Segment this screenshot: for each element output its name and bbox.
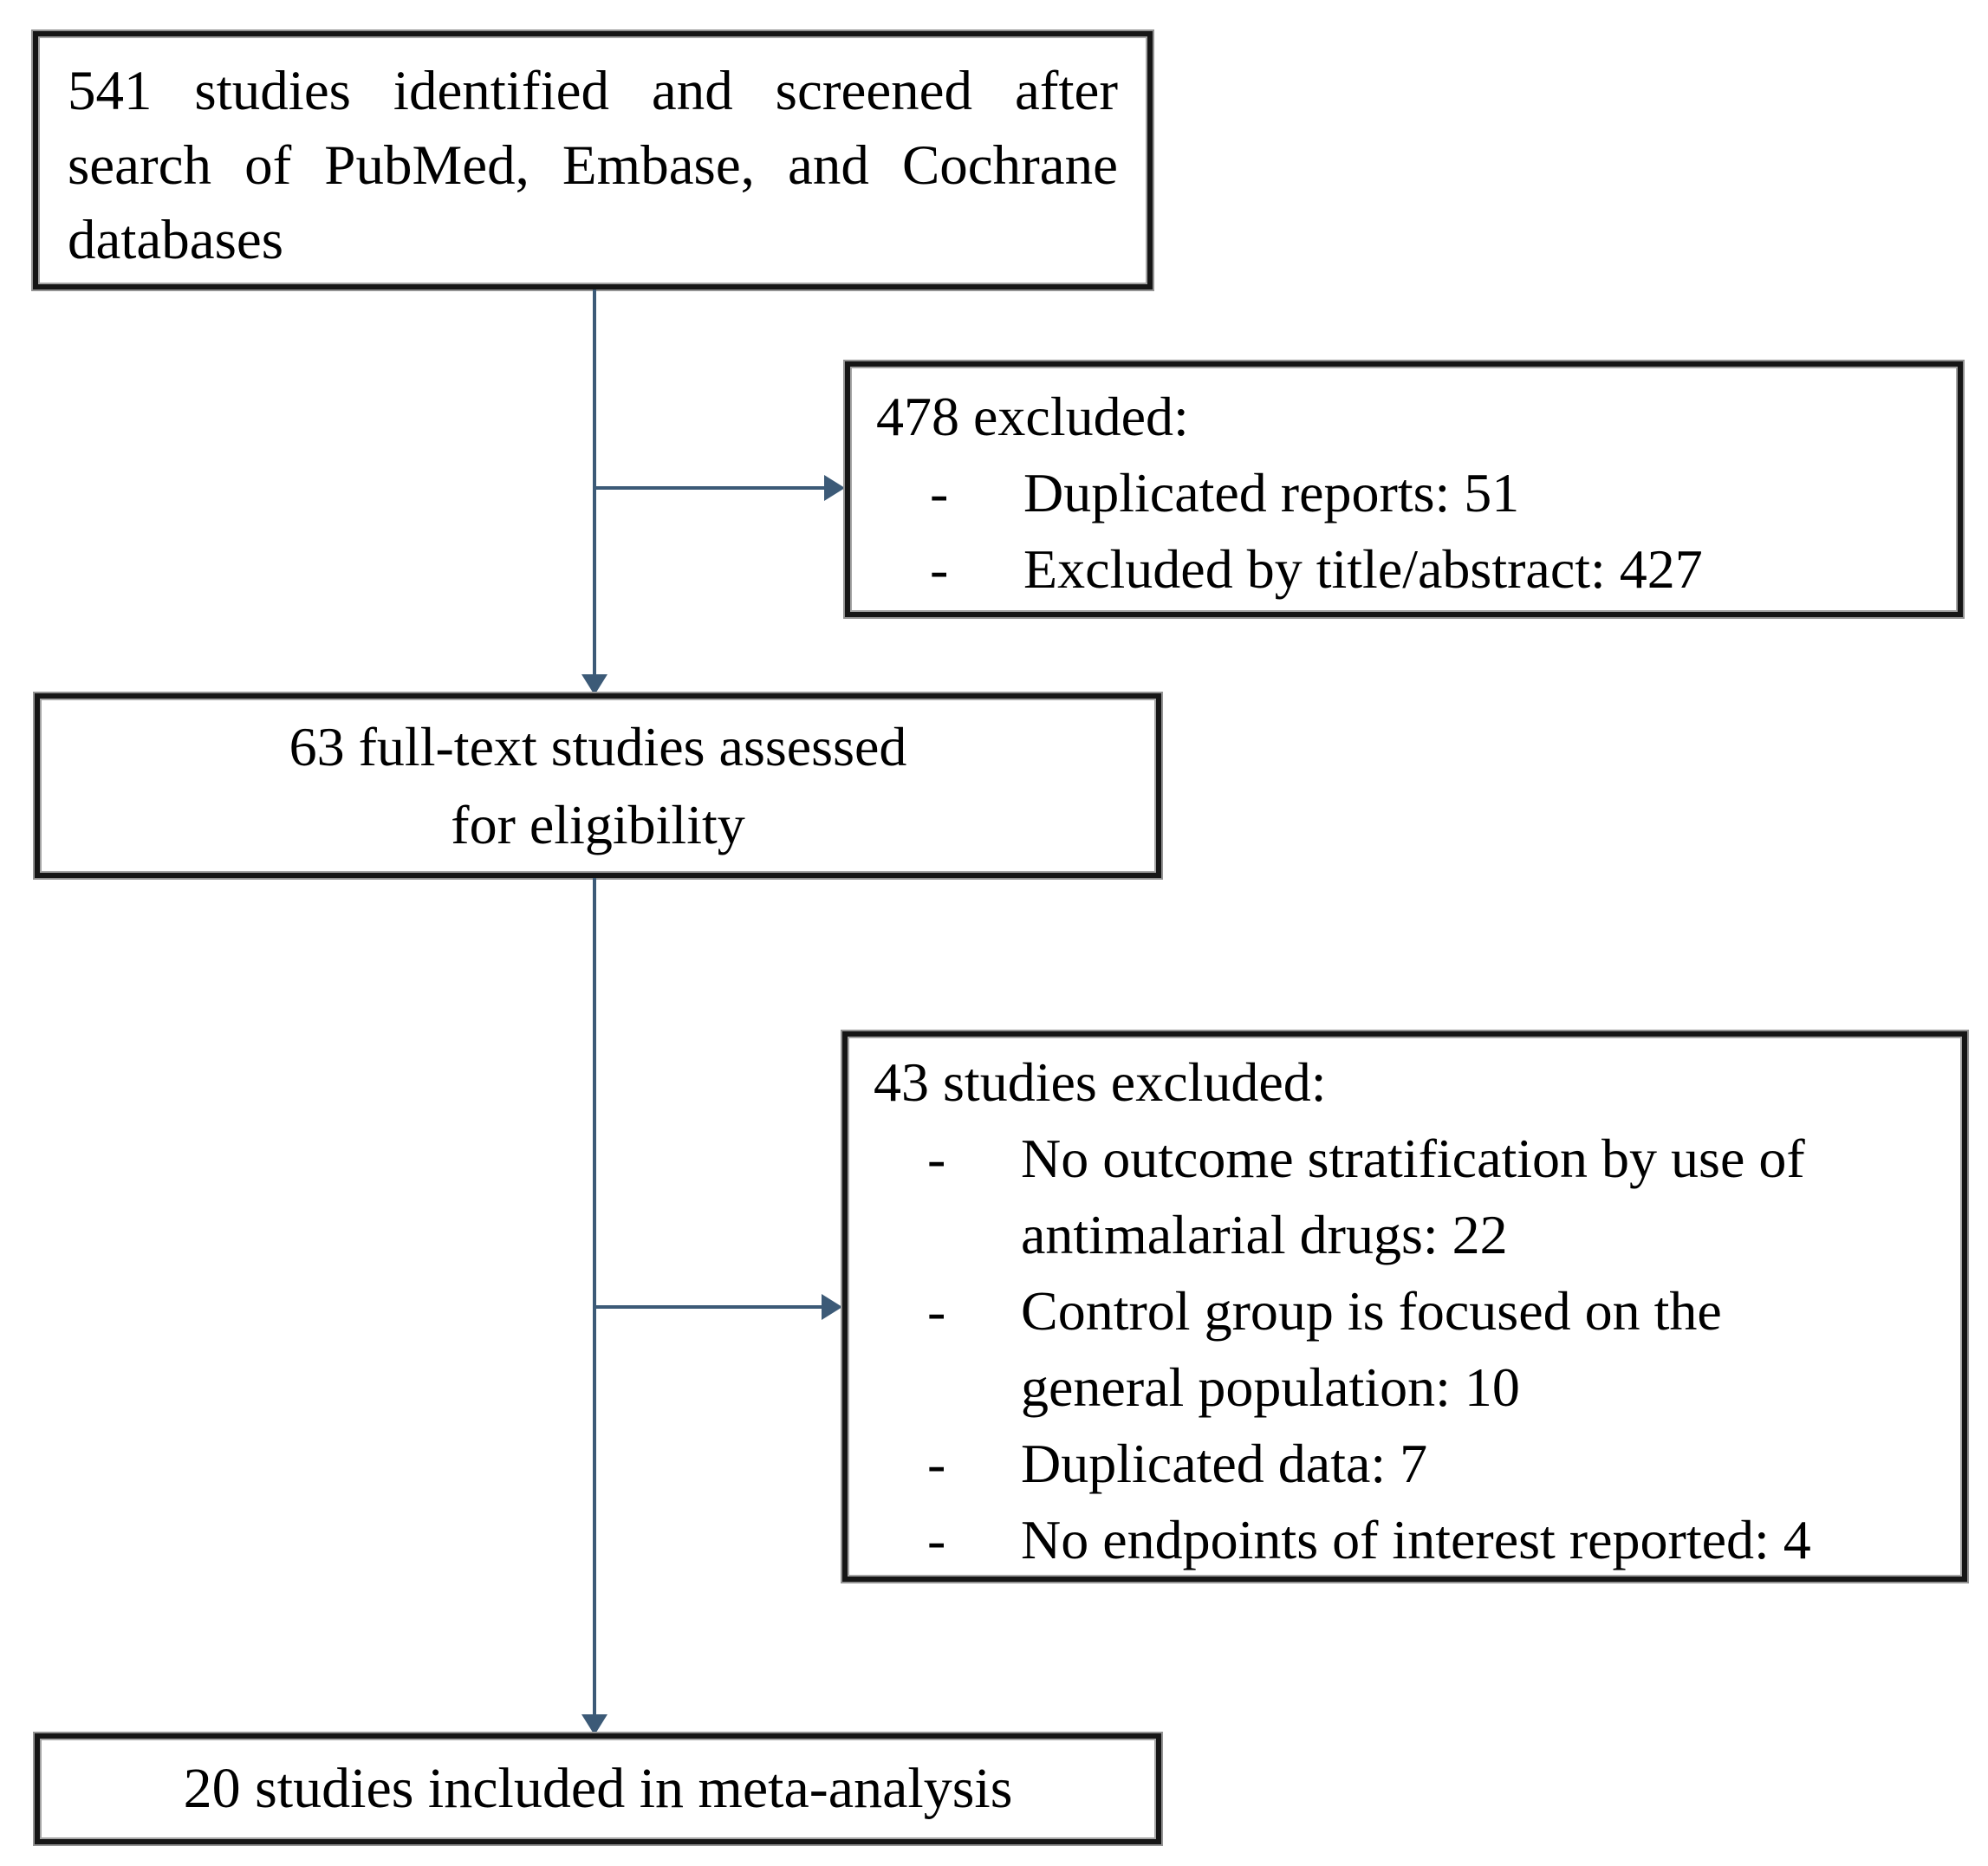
list-item: - Excluded by title/abstract: 427: [876, 531, 1932, 608]
excluded-fulltext-item-text: Control group is focused on the general …: [1021, 1280, 1722, 1418]
connector-branch-excluded-fulltext: [594, 1305, 832, 1309]
excluded-fulltext-item-text: Duplicated data: 7: [1021, 1433, 1428, 1494]
excluded-screening-item-text: Excluded by title/abstract: 427: [1023, 538, 1703, 600]
arrowhead-right-excluded-fulltext-icon: [822, 1294, 842, 1320]
list-item: - Duplicated reports: 51: [876, 455, 1932, 531]
list-item: - Duplicated data: 7: [874, 1426, 1936, 1502]
fulltext-assessed-text: 63 full-text studies assessed for eligib…: [289, 715, 907, 855]
arrowhead-down-fulltext-icon: [581, 674, 607, 695]
excluded-screening-title: 478 excluded:: [876, 386, 1189, 447]
connector-identified-to-fulltext: [593, 289, 596, 681]
excluded-fulltext-item-text: No outcome stratification by use of anti…: [1021, 1128, 1805, 1265]
hyphen-bullet: -: [927, 1280, 946, 1342]
list-item: - Control group is focused on the genera…: [874, 1273, 1936, 1426]
studies-identified-text: 541 studies identified and screened afte…: [68, 60, 1118, 271]
box-excluded-screening: 478 excluded: - Duplicated reports: 51 -…: [845, 361, 1963, 617]
connector-branch-excluded-screening: [594, 486, 835, 490]
box-studies-identified: 541 studies identified and screened afte…: [33, 31, 1153, 289]
hyphen-bullet: -: [927, 1509, 946, 1570]
included-meta-analysis-text: 20 studies included in meta-analysis: [183, 1757, 1013, 1820]
hyphen-bullet: -: [927, 1128, 946, 1189]
box-fulltext-assessed: 63 full-text studies assessed for eligib…: [35, 693, 1161, 878]
connector-fulltext-to-included: [593, 878, 596, 1723]
list-item: - No outcome stratification by use of an…: [874, 1121, 1936, 1273]
excluded-fulltext-item-text: No endpoints of interest reported: 4: [1021, 1509, 1811, 1570]
box-included-meta-analysis: 20 studies included in meta-analysis: [35, 1733, 1161, 1844]
excluded-screening-item-text: Duplicated reports: 51: [1023, 462, 1520, 523]
list-item: - No endpoints of interest reported: 4: [874, 1502, 1936, 1578]
hyphen-bullet: -: [930, 462, 949, 523]
hyphen-bullet: -: [927, 1433, 946, 1494]
arrowhead-down-included-icon: [581, 1714, 607, 1735]
hyphen-bullet: -: [930, 538, 949, 600]
arrowhead-right-excluded-screening-icon: [824, 475, 845, 501]
box-excluded-fulltext: 43 studies excluded: - No outcome strati…: [842, 1031, 1967, 1582]
excluded-fulltext-title: 43 studies excluded:: [874, 1051, 1327, 1113]
